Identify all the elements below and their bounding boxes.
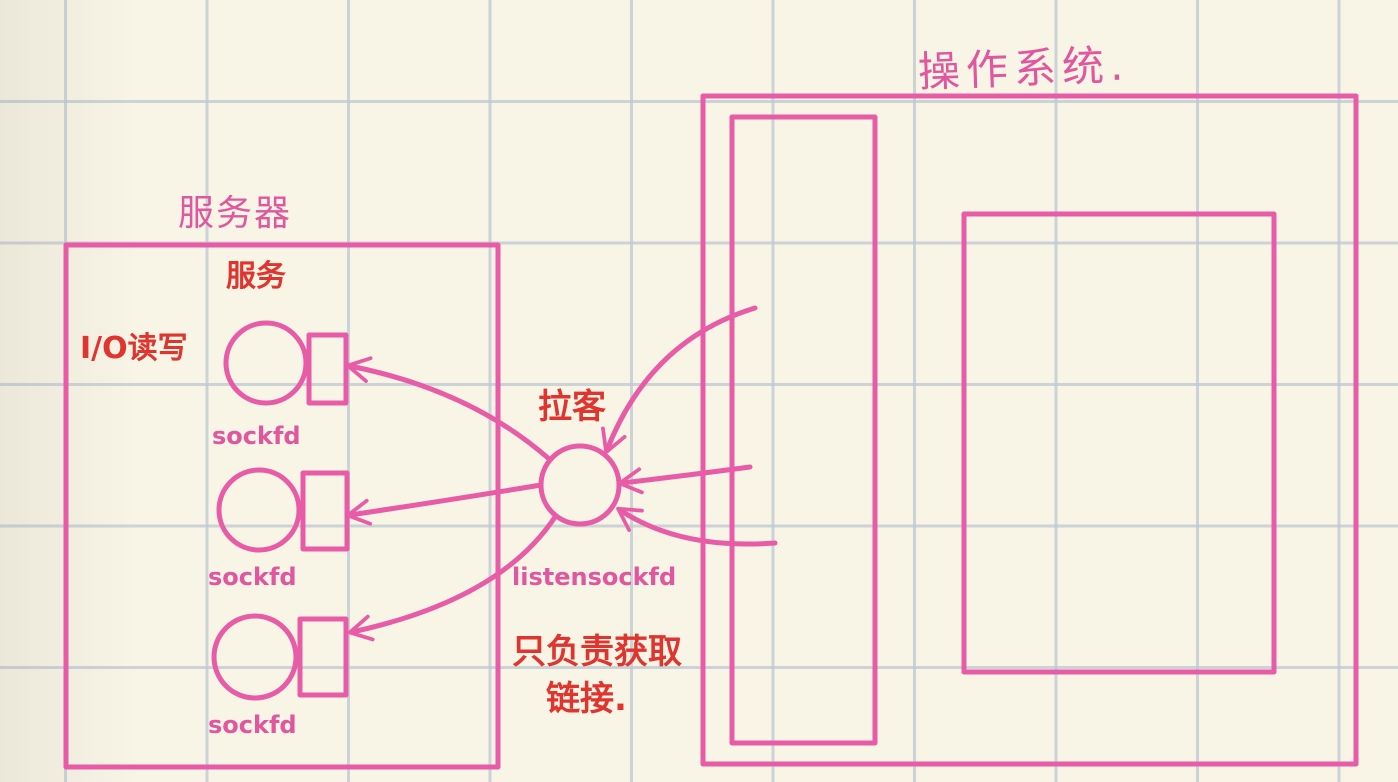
service-title: 服务 [226, 259, 286, 294]
sockfd-buffer-2 [300, 470, 350, 552]
only-accept-line1: 只负责获取 [512, 632, 682, 672]
os-inner-box [961, 211, 1277, 675]
sockfd-buffer-3 [297, 616, 349, 698]
arrow-queue-3 [616, 506, 778, 547]
sockfd-buffer-1 [306, 332, 349, 406]
sockfd-circle-2 [216, 467, 302, 553]
sockfd-label-2: sockfd [208, 563, 297, 591]
listensockfd-label: listensockfd [512, 563, 677, 591]
only-accept-line2: 链接. [546, 679, 627, 719]
arrow-to-sockfd-1 [345, 356, 551, 461]
server-box [63, 242, 501, 770]
os-title: 操作系统. [917, 40, 1131, 97]
io-label: I/O读写 [80, 331, 188, 366]
accept-queue-box [729, 114, 878, 746]
listensockfd-circle [538, 443, 622, 527]
sockfd-label-1: sockfd [212, 422, 301, 450]
sockfd-circle-1 [223, 320, 309, 406]
accept-title: 拉客 [538, 387, 606, 427]
sockfd-circle-3 [211, 613, 299, 701]
arrow-to-sockfd-3 [347, 514, 558, 642]
arrow-queue-2 [617, 464, 753, 495]
os-box [700, 93, 1359, 767]
server-title: 服务器 [178, 193, 293, 234]
sockfd-label-3: sockfd [208, 711, 297, 739]
arrow-to-sockfd-2 [345, 482, 544, 526]
